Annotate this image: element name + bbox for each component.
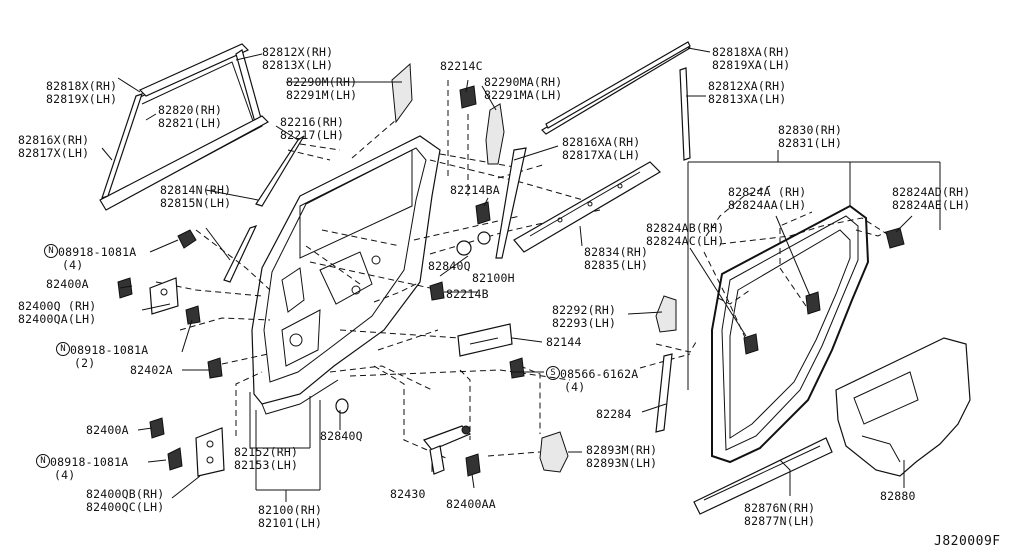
sash-channel-part xyxy=(255,135,305,207)
label-08918-a: 08918-1081A(4) xyxy=(58,245,137,272)
label-82144: 82144 xyxy=(546,335,582,349)
weatherstrip-part xyxy=(223,224,258,283)
outer-moulding-part xyxy=(513,161,661,253)
label-82400Q: 82400Q (RH)82400QA(LH) xyxy=(18,299,97,326)
label-82818XA: 82818XA(RH)82819XA(LH) xyxy=(712,45,791,72)
label-82400A-1: 82400A xyxy=(46,277,89,291)
label-82100H: 82100H xyxy=(472,271,515,285)
label-82840Q-1: 82840Q xyxy=(428,259,471,273)
label-08918-b: 08918-1081A(2) xyxy=(70,343,149,370)
label-82880: 82880 xyxy=(880,489,916,503)
label-82152: 82152(RH)82153(LH) xyxy=(234,445,299,472)
label-82876N: 82876N(RH)82877N(LH) xyxy=(744,501,816,528)
diagram-code: J820009F xyxy=(934,534,1001,549)
check-link-part xyxy=(423,425,472,475)
label-82816X: 82816X(RH)82817X(LH) xyxy=(18,133,90,160)
nut-symbol-3: N xyxy=(36,454,50,468)
label-82214C: 82214C xyxy=(440,59,483,73)
label-82216: 82216(RH)82217(LH) xyxy=(280,115,345,142)
label-82290M: 82290M(RH)82291M(LH) xyxy=(286,75,358,102)
label-82814N: 82814N(RH)82815N(LH) xyxy=(160,183,232,210)
label-08566: 08566-6162A(4) xyxy=(560,367,639,394)
nut-symbol-2: N xyxy=(56,342,70,356)
label-82214B: 82214B xyxy=(446,287,489,301)
lower-hinge-part xyxy=(195,427,225,477)
label-82812X: 82812X(RH)82813X(LH) xyxy=(262,45,334,72)
label-82400QB: 82400QB(RH)82400QC(LH) xyxy=(86,487,165,514)
vertical-strip-part xyxy=(679,67,691,161)
upper-hinge-part xyxy=(149,277,179,315)
sash-strip-part xyxy=(138,43,263,127)
label-82400AA: 82400AA xyxy=(446,497,496,511)
label-82812XA: 82812XA(RH)82813XA(LH) xyxy=(708,79,787,106)
hinge-cover-part xyxy=(539,431,569,473)
rear-corner-cover-part xyxy=(485,103,505,165)
label-82820: 82820(RH)82821(LH) xyxy=(158,103,223,130)
sill-moulding-part xyxy=(693,437,833,515)
fasteners xyxy=(117,85,905,477)
door-weatherstrip-part xyxy=(711,204,870,464)
screw-symbol: S xyxy=(546,366,560,380)
label-82818X: 82818X(RH)82819X(LH) xyxy=(46,79,118,106)
corner-piece-part xyxy=(655,295,677,333)
label-82402A: 82402A xyxy=(130,363,173,377)
leader-lines xyxy=(101,47,941,502)
label-82830: 82830(RH)82831(LH) xyxy=(778,123,843,150)
sealing-screen-part xyxy=(835,337,971,477)
bracket-part xyxy=(457,323,513,357)
label-82290MA: 82290MA(RH)82291MA(LH) xyxy=(484,75,563,102)
nut-symbol-1: N xyxy=(44,244,58,258)
label-82834: 82834(RH)82835(LH) xyxy=(584,245,649,272)
label-08918-c: 08918-1081A(4) xyxy=(50,455,129,482)
door-panel-part xyxy=(251,135,441,415)
label-82430: 82430 xyxy=(390,487,426,501)
label-82214BA: 82214BA xyxy=(450,183,500,197)
glass-run-lower-part xyxy=(99,115,269,211)
label-82100: 82100(RH)82101(LH) xyxy=(258,503,323,530)
moulding-strip-part xyxy=(101,93,143,199)
label-82400A-2: 82400A xyxy=(86,423,129,437)
label-82893M: 82893M(RH)82893N(LH) xyxy=(586,443,658,470)
label-82824AB: 82824AB(RH)82824AC(LH) xyxy=(646,221,725,248)
label-82284: 82284 xyxy=(596,407,632,421)
label-82840Q-2: 82840Q xyxy=(320,429,363,443)
label-82816XA: 82816XA(RH)82817XA(LH) xyxy=(562,135,641,162)
label-82824A: 82824A (RH)82824AA(LH) xyxy=(728,185,807,212)
label-82292: 82292(RH)82293(LH) xyxy=(552,303,617,330)
glass-run-rear-part xyxy=(495,147,527,259)
corner-cover-part xyxy=(391,62,413,124)
label-82824AD: 82824AD(RH)82824AE(LH) xyxy=(892,185,971,212)
